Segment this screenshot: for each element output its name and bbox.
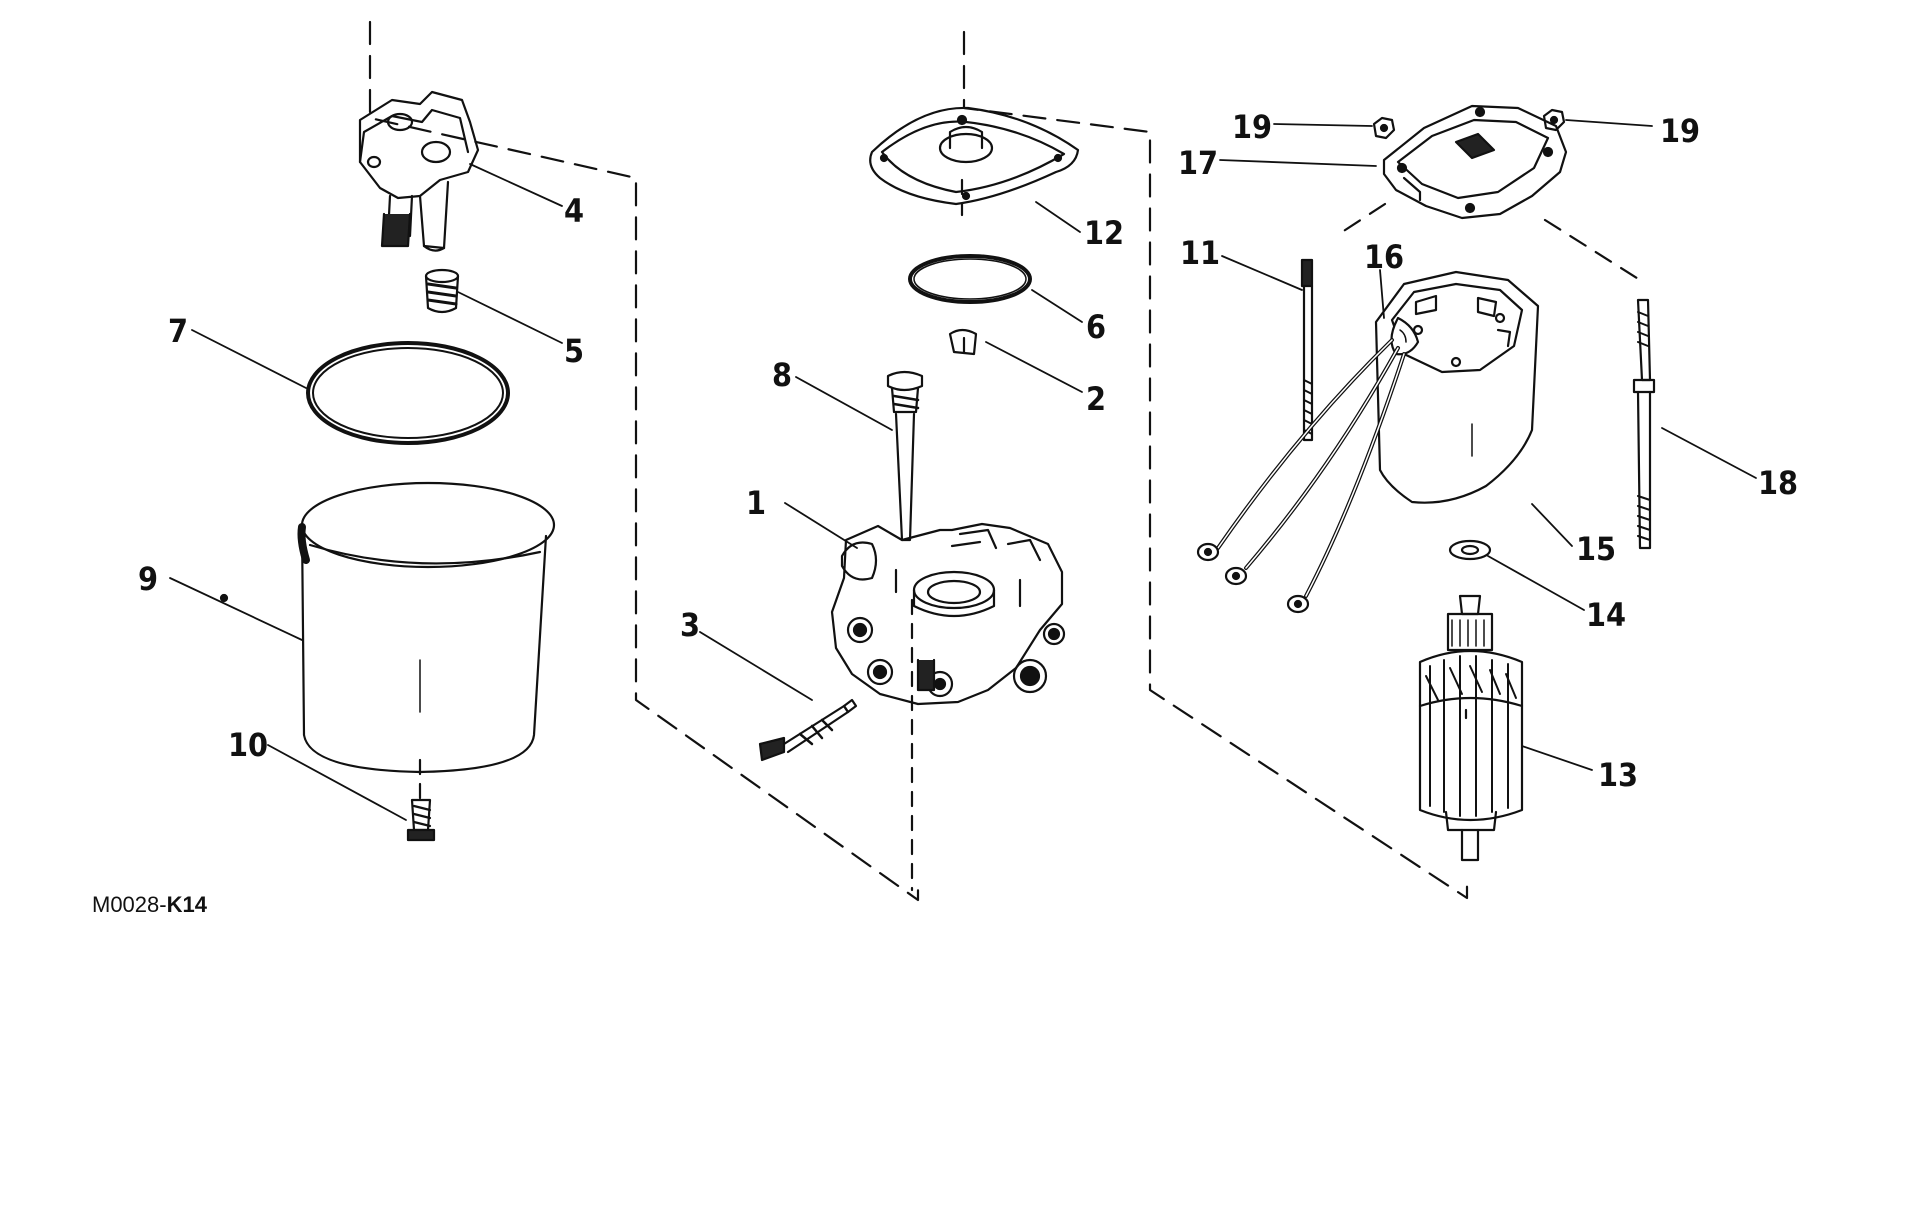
leader-17: [1219, 159, 1377, 167]
guide-line-center-axis: [418, 178, 964, 892]
leader-5: [457, 291, 563, 344]
part-18-through-bolt: [1634, 300, 1654, 548]
callout-labels: 1 2 3 4 5 6 7 8 9 10 11 12 13 14 15 16 1…: [138, 108, 1798, 794]
callout-15: 15: [1576, 530, 1616, 568]
leader-19a: [1273, 123, 1373, 127]
part-2-plug: [950, 330, 976, 354]
leader-18: [1661, 427, 1757, 479]
leader-1: [784, 502, 858, 549]
leader-19b: [1565, 119, 1653, 127]
part-6-seal-ring: [910, 256, 1030, 302]
callout-10: 10: [228, 726, 268, 764]
callout-3: 3: [680, 606, 700, 644]
leader-16: [1379, 269, 1385, 319]
callout-19-right: 19: [1660, 112, 1700, 150]
callout-9: 9: [138, 560, 158, 598]
leader-15: [1531, 503, 1573, 547]
part-3-needle-valve: [760, 700, 856, 760]
part-4-valve-body: [360, 92, 478, 251]
callout-6: 6: [1086, 308, 1106, 346]
callout-19-left: 19: [1232, 108, 1272, 146]
callout-8: 8: [772, 356, 792, 394]
leader-10: [267, 744, 407, 821]
callout-18: 18: [1758, 464, 1798, 502]
callout-4: 4: [564, 192, 584, 230]
leader-lines: [169, 119, 1757, 821]
callout-7: 7: [168, 312, 188, 350]
part-5-fitting: [426, 270, 458, 312]
part-12-cover-plate: [870, 108, 1078, 204]
drawing-code: M0028-K14: [92, 892, 208, 917]
leader-3: [699, 631, 813, 701]
part-9-reservoir: [221, 483, 554, 772]
guide-lines-center: [962, 30, 1469, 900]
leader-12: [1035, 201, 1081, 233]
leader-2: [985, 341, 1083, 393]
part-19-nut-right: [1544, 110, 1564, 130]
callout-17: 17: [1178, 144, 1218, 182]
part-10-screw: [408, 800, 434, 840]
part-19-nut-left: [1374, 118, 1394, 138]
part-1-pump-body: [832, 524, 1064, 704]
motor-leads: [1198, 340, 1404, 612]
part-17-end-cap: [1384, 106, 1566, 218]
part-11-through-bolt: [1302, 260, 1312, 440]
leader-6: [1031, 289, 1083, 323]
part-7-o-ring: [308, 343, 508, 443]
callout-5: 5: [564, 332, 584, 370]
callout-13: 13: [1598, 756, 1638, 794]
leader-7: [191, 329, 307, 389]
leader-14: [1487, 555, 1585, 611]
part-14-washer: [1450, 541, 1490, 559]
drawing-code-suffix: K14: [167, 892, 208, 917]
drawing-code-prefix: M0028-: [92, 892, 167, 917]
part-16-brush-plate: [1391, 318, 1418, 354]
guide-lines-left: [368, 20, 920, 902]
part-15-motor-frame: [1376, 272, 1538, 503]
callout-16: 16: [1364, 238, 1404, 276]
leader-11: [1221, 255, 1303, 291]
guide-lines-right: [1334, 202, 1642, 720]
leader-4: [469, 163, 563, 207]
callout-12: 12: [1084, 214, 1124, 252]
leader-9: [169, 577, 303, 641]
callout-1: 1: [746, 484, 766, 522]
callout-14: 14: [1586, 596, 1626, 634]
callout-2: 2: [1086, 380, 1106, 418]
part-13-armature: [1420, 596, 1522, 860]
leader-13: [1521, 745, 1593, 771]
callout-11: 11: [1180, 234, 1220, 272]
leader-8: [795, 376, 893, 431]
part-8-fill-screw: [888, 372, 922, 540]
